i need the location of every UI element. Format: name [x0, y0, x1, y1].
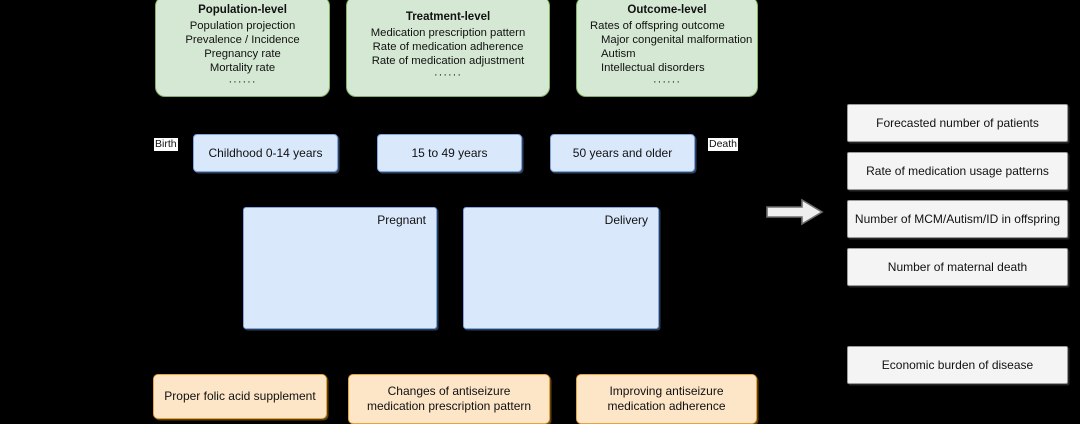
output-label: Number of MCM/Autism/ID in offspring — [854, 212, 1061, 226]
timeline-stage-label: 15 to 49 years — [411, 146, 488, 160]
pregnant-group[interactable]: Pregnant Antiseizure medication use Foli… — [243, 207, 437, 329]
intervention-improve-adherence[interactable]: Improving antiseizure medication adheren… — [576, 374, 757, 424]
intervention-label-line-2: medication adherence — [607, 399, 726, 413]
treatment-level-item-1: Medication prescription pattern — [370, 27, 526, 39]
population-level-item-1: Population projection — [189, 20, 296, 32]
output-number-of-maternal-death[interactable]: Number of maternal death — [847, 248, 1068, 286]
output-number-of-mcm-autism-id-in-offspring[interactable]: Number of MCM/Autism/ID in offspring — [847, 200, 1068, 238]
outcome-level-item-2: Major congenital malformation — [601, 34, 753, 46]
timeline-stage-50-and-older[interactable]: 50 years and older — [550, 134, 695, 172]
treatment-level-ellipsis: ······ — [434, 69, 462, 81]
timeline-stage-label: Childhood 0-14 years — [208, 146, 323, 160]
output-forecasted-number-of-patients[interactable]: Forecasted number of patients — [847, 104, 1068, 142]
intervention-label-line-1: Proper folic acid supplement — [164, 389, 316, 403]
right-block-arrow-icon — [766, 198, 824, 226]
treatment-level-item-2: Rate of medication adherence — [372, 41, 524, 53]
output-label: Number of maternal death — [887, 260, 1028, 274]
population-level-ellipsis: ······ — [228, 76, 257, 88]
timeline-birth-label: Birth — [154, 138, 178, 151]
output-economic-burden-of-disease[interactable]: Economic burden of disease — [847, 346, 1068, 384]
delivery-group[interactable]: Delivery Offspring outcome Maternal outc… — [463, 207, 659, 329]
output-label: Forecasted number of patients — [876, 116, 1039, 130]
treatment-level-box[interactable]: Treatment-level Medication prescription … — [346, 0, 550, 97]
output-rate-of-medication-usage-patterns[interactable]: Rate of medication usage patterns — [847, 152, 1068, 190]
population-level-item-2: Prevalence / Incidence — [185, 34, 300, 46]
treatment-level-item-3: Rate of medication adjustment — [371, 55, 525, 67]
timeline-stage-childhood[interactable]: Childhood 0-14 years — [193, 134, 338, 172]
timeline-stage-label: 50 years and older — [572, 146, 673, 160]
intervention-prescription-pattern-change[interactable]: Changes of antiseizure medication prescr… — [348, 374, 550, 424]
outcome-level-item-4: Intellectual disorders — [601, 62, 705, 74]
treatment-level-title: Treatment-level — [405, 11, 491, 23]
intervention-label-line-1: Improving antiseizure — [609, 384, 724, 398]
outcome-level-item-3: Autism — [601, 48, 636, 60]
outcome-level-item-1: Rates of offspring outcome — [590, 20, 725, 32]
outcome-level-box[interactable]: Outcome-level Rates of offspring outcome… — [576, 0, 758, 97]
population-level-item-4: Mortality rate — [209, 62, 276, 74]
delivery-group-label: Delivery — [604, 213, 648, 227]
outcome-level-ellipsis: ······ — [653, 76, 681, 88]
intervention-label-line-2: medication prescription pattern — [366, 399, 532, 413]
outcome-level-title: Outcome-level — [627, 4, 707, 16]
intervention-label-line-1: Changes of antiseizure — [387, 384, 511, 398]
output-label: Economic burden of disease — [881, 358, 1034, 372]
population-level-box[interactable]: Population-level Population projection P… — [155, 0, 330, 97]
population-level-title: Population-level — [198, 4, 287, 16]
output-label: Rate of medication usage patterns — [866, 164, 1049, 178]
population-level-item-3: Pregnancy rate — [204, 48, 281, 60]
pregnant-group-label: Pregnant — [377, 213, 426, 227]
intervention-folic-acid-supplement[interactable]: Proper folic acid supplement — [153, 374, 327, 419]
timeline-death-label: Death — [708, 138, 739, 151]
timeline-stage-15-to-49[interactable]: 15 to 49 years — [377, 134, 522, 172]
